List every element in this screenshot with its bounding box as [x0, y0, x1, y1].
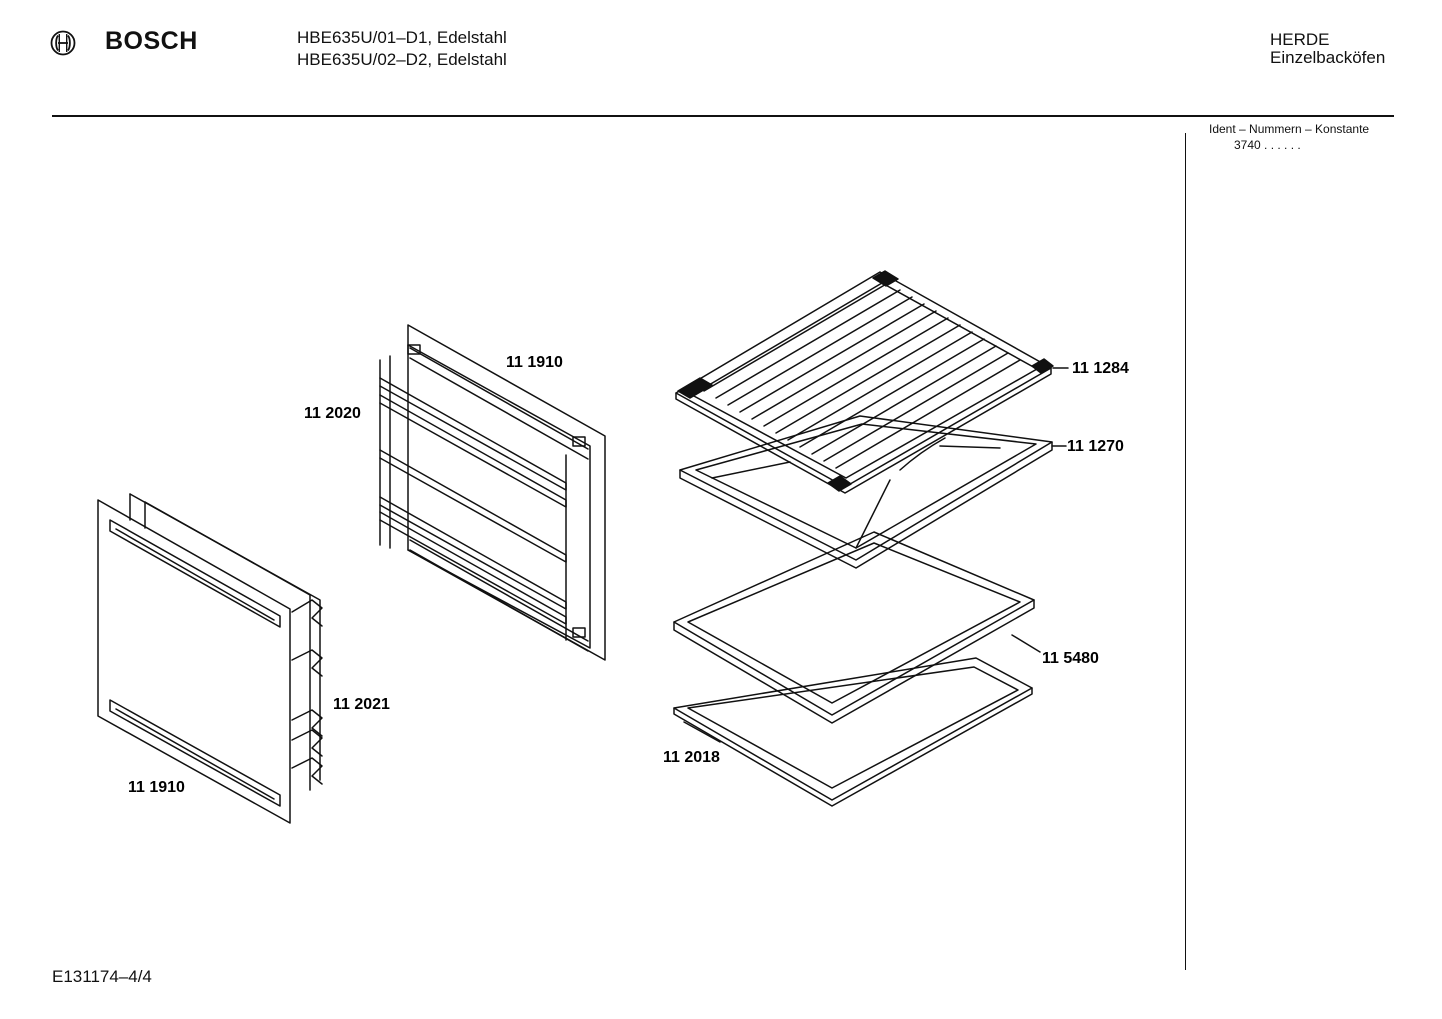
category: HERDE: [1270, 30, 1330, 49]
part-label-rear-rail-frame: 11 1910: [506, 354, 563, 371]
rear-rail-frame-drawing: [379, 324, 606, 661]
subcategory: Einzelbacköfen: [1270, 48, 1386, 67]
front-rail-frame-drawing: [97, 499, 291, 824]
part-label-rear-rack-rails: 11 2020: [304, 405, 361, 422]
baking-tray-drawing: [673, 531, 1041, 724]
model-line-2: HBE635U/02–D2, Edelstahl: [297, 50, 507, 69]
part-label-drip-tray: 11 1270: [1067, 438, 1124, 455]
header-divider: [52, 115, 1394, 117]
document-reference: E131174–4/4: [52, 967, 152, 986]
drip-tray-drawing: [679, 415, 1067, 569]
part-label-grill-rack: 11 1284: [1072, 360, 1129, 377]
grill-rack-drawing: [675, 270, 1069, 494]
side-rails-drawing: [129, 493, 323, 791]
bosch-logo-icon: [50, 30, 76, 56]
tray-frame-drawing: [673, 657, 1033, 807]
sidebar-divider: [1185, 133, 1186, 970]
part-label-side-rails: 11 2021: [333, 696, 390, 713]
ident-label: Ident – Nummern – Konstante: [1209, 122, 1370, 136]
part-label-tray-frame: 11 2018: [663, 749, 720, 766]
model-line-1: HBE635U/01–D1, Edelstahl: [297, 28, 507, 47]
brand-name: BOSCH: [105, 27, 198, 55]
part-label-front-rail-frame: 11 1910: [128, 779, 185, 796]
ident-code: 3740 . . . . . .: [1234, 138, 1301, 152]
part-label-baking-tray: 11 5480: [1042, 650, 1099, 667]
